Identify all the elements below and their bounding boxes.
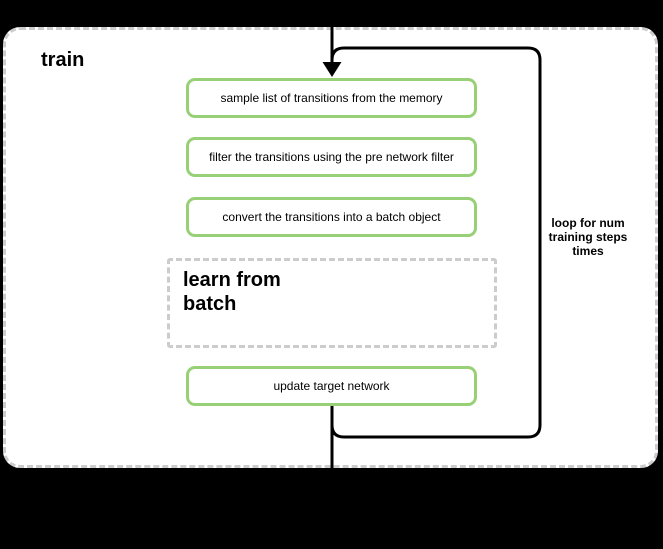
step-convert-batch: convert the transitions into a batch obj…: [186, 197, 477, 237]
loop-annotation-line: training steps: [548, 230, 628, 244]
loop-annotation: loop for num training steps times: [538, 216, 638, 258]
step-update-target-network: update target network: [186, 366, 477, 406]
learn-from-batch-label-line: batch: [183, 293, 237, 315]
learn-from-batch-label-line: learn from: [183, 269, 281, 291]
train-group-label: train: [41, 49, 85, 71]
step-sample-transitions: sample list of transitions from the memo…: [186, 78, 477, 118]
loop-annotation-line: times: [572, 244, 604, 258]
loop-annotation-line: loop for num: [551, 216, 625, 230]
step-filter-transitions: filter the transitions using the pre net…: [186, 137, 477, 177]
learn-from-batch-group: learn from batch: [167, 258, 497, 348]
